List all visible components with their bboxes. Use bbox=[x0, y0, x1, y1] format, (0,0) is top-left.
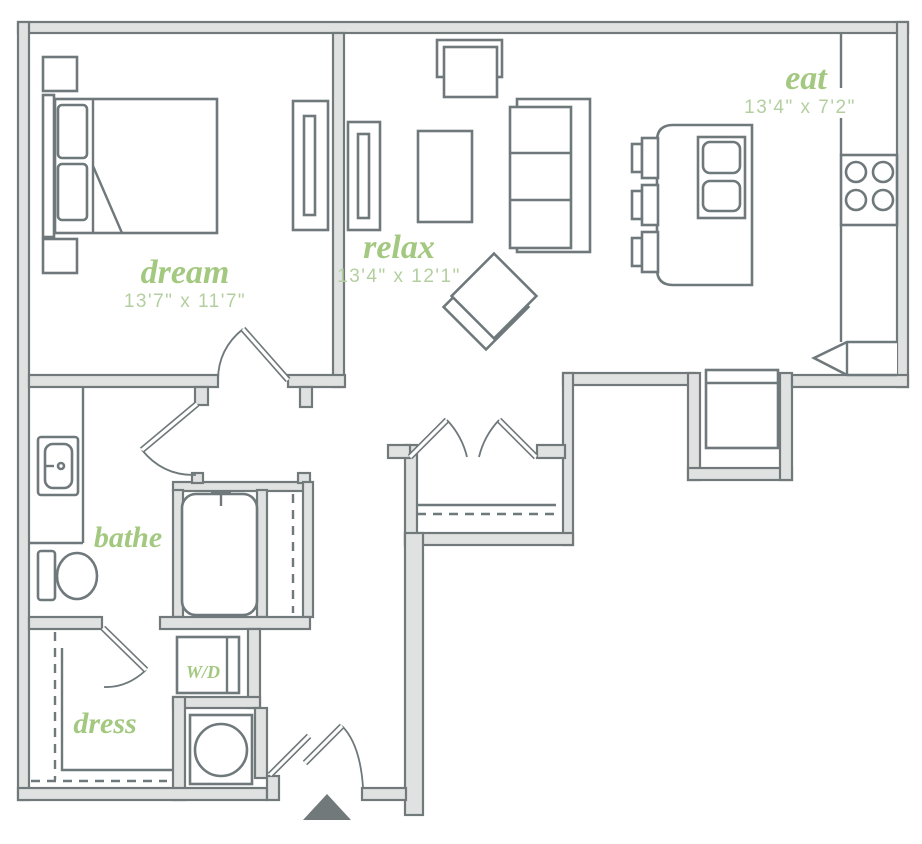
room-dims-dream: 13'7" x 11'7" bbox=[124, 291, 246, 312]
dress-closet bbox=[31, 632, 172, 783]
room-labels: dream 13'7" x 11'7" relax 13'4" x 12'1" … bbox=[73, 60, 856, 740]
dining-kitchen bbox=[630, 33, 899, 450]
room-label-eat: eat bbox=[785, 60, 828, 97]
sofa bbox=[508, 97, 592, 254]
dining-chair bbox=[630, 183, 660, 227]
entry-arrow-icon bbox=[303, 794, 351, 820]
walls bbox=[16, 20, 910, 817]
utility-appliance bbox=[704, 368, 780, 450]
sink bbox=[36, 435, 80, 497]
burner bbox=[844, 160, 868, 184]
nightstand bbox=[41, 55, 79, 93]
bedroom-door bbox=[217, 326, 291, 383]
entry-door bbox=[302, 723, 364, 788]
living-furniture bbox=[346, 38, 592, 352]
closet-door-right bbox=[478, 417, 539, 460]
nightstand bbox=[41, 237, 79, 275]
bathroom-door bbox=[139, 401, 200, 476]
room-label-dream: dream bbox=[141, 254, 230, 291]
vanity-counter bbox=[29, 387, 85, 545]
toilet bbox=[36, 549, 99, 602]
room-dims-relax: 13'4" x 12'1" bbox=[337, 266, 461, 287]
room-label-dress: dress bbox=[73, 707, 136, 740]
place-setting bbox=[701, 140, 742, 175]
coffee-table bbox=[416, 129, 474, 224]
dresser bbox=[291, 99, 330, 232]
refrigerator bbox=[811, 340, 897, 377]
room-label-bathe: bathe bbox=[94, 521, 162, 554]
ottoman bbox=[441, 251, 539, 352]
dress-door bbox=[100, 625, 149, 688]
tv-console bbox=[346, 120, 382, 232]
closet-shelf bbox=[60, 648, 172, 772]
bedroom-furniture bbox=[41, 55, 330, 275]
closet-door-left bbox=[407, 417, 468, 460]
burner bbox=[871, 188, 895, 212]
room-label-wd: W/D bbox=[186, 662, 220, 682]
room-dims-eat: 13'4" x 7'2" bbox=[744, 97, 856, 118]
armchair bbox=[435, 38, 504, 99]
laundry-door bbox=[267, 733, 312, 778]
bed bbox=[41, 93, 219, 239]
place-setting bbox=[701, 179, 742, 213]
dining-chair bbox=[630, 230, 660, 274]
washer bbox=[188, 713, 254, 786]
room-label-relax: relax bbox=[363, 229, 435, 266]
bathroom-fixtures bbox=[29, 387, 295, 617]
coat-closet bbox=[407, 417, 556, 516]
dining-chair bbox=[630, 136, 660, 180]
wd-unit: W/D bbox=[175, 635, 241, 695]
stove bbox=[839, 153, 899, 227]
faucet-knob bbox=[56, 461, 66, 471]
burner bbox=[871, 160, 895, 184]
bathtub bbox=[180, 490, 259, 617]
burner bbox=[844, 188, 868, 212]
